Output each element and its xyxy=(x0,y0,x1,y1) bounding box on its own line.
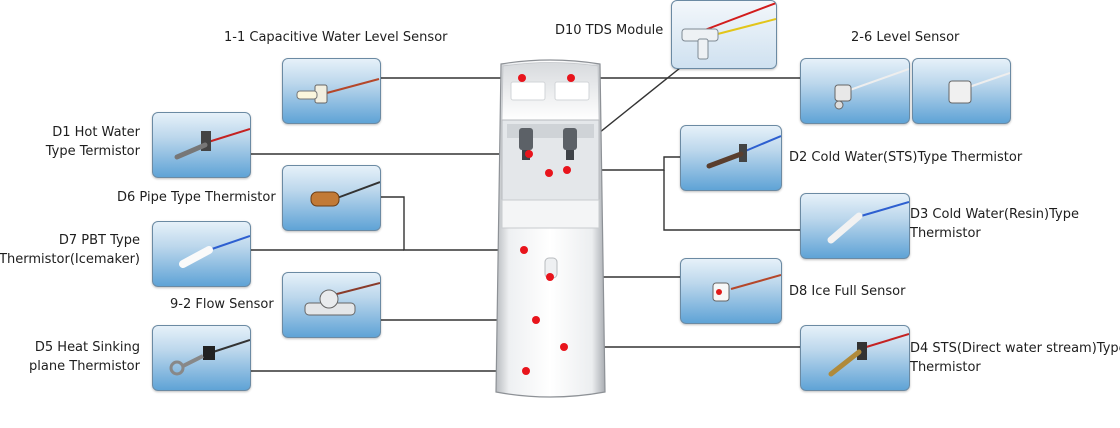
tds-module-image xyxy=(671,0,777,69)
label-d4-line1: D4 STS(Direct water stream)Type xyxy=(910,341,1120,356)
dot-flow xyxy=(532,316,540,324)
dot-d2 xyxy=(563,166,571,174)
label-d1: D1 Hot Water Type Termistor xyxy=(46,123,140,161)
label-d5: D5 Heat Sinking plane Thermistor xyxy=(29,338,140,376)
dot-d6 xyxy=(520,246,528,254)
level-sensor-image-1 xyxy=(800,58,910,124)
label-d4: D4 STS(Direct water stream)Type Thermist… xyxy=(910,339,1120,377)
dot-d1 xyxy=(525,150,533,158)
level-sensor-image-2 xyxy=(912,58,1011,124)
d3-thermistor-image xyxy=(800,193,910,259)
label-d1-line2: Type Termistor xyxy=(45,144,140,159)
label-flow: 9-2 Flow Sensor xyxy=(170,297,274,312)
capacitive-sensor-image xyxy=(282,58,381,124)
label-level: 2-6 Level Sensor xyxy=(851,30,960,45)
label-tds: D10 TDS Module xyxy=(555,23,664,38)
dot-level xyxy=(567,74,575,82)
label-d4-line2: Thermistor xyxy=(910,360,981,375)
label-d8: D8 Ice Full Sensor xyxy=(789,284,906,299)
label-d7-line1: D7 PBT Type xyxy=(58,233,140,248)
label-d2: D2 Cold Water(STS)Type Thermistor xyxy=(789,150,1023,165)
d5-heat-sink-thermistor-image xyxy=(152,325,251,391)
d4-sts-thermistor-image xyxy=(800,325,910,391)
d6-pipe-thermistor-image xyxy=(282,165,381,231)
dot-d4 xyxy=(560,343,568,351)
label-capacitive: 1-1 Capacitive Water Level Sensor xyxy=(224,30,448,45)
dot-d5 xyxy=(522,367,530,375)
dot-capacitive xyxy=(518,74,526,82)
label-d5-line2: plane Thermistor xyxy=(29,359,140,374)
label-d6: D6 Pipe Type Thermistor xyxy=(117,190,276,205)
label-d3-line2: Thermistor xyxy=(910,226,981,241)
flow-sensor-image xyxy=(282,272,381,338)
label-d7-line2: Thermistor(Icemaker) xyxy=(0,252,140,267)
label-d7: D7 PBT Type Thermistor(Icemaker) xyxy=(0,231,140,269)
water-dispenser xyxy=(495,59,606,398)
dot-d8 xyxy=(546,273,554,281)
label-d3-line1: D3 Cold Water(Resin)Type xyxy=(910,207,1079,222)
label-d3: D3 Cold Water(Resin)Type Thermistor xyxy=(910,205,1079,243)
label-d1-line1: D1 Hot Water xyxy=(52,125,140,140)
d7-pbt-thermistor-image xyxy=(152,221,251,287)
dot-tds xyxy=(545,169,553,177)
label-d5-line1: D5 Heat Sinking xyxy=(34,340,140,355)
d8-ice-full-sensor-image xyxy=(680,258,782,324)
d2-thermistor-image xyxy=(680,125,782,191)
d1-thermistor-image xyxy=(152,112,251,178)
